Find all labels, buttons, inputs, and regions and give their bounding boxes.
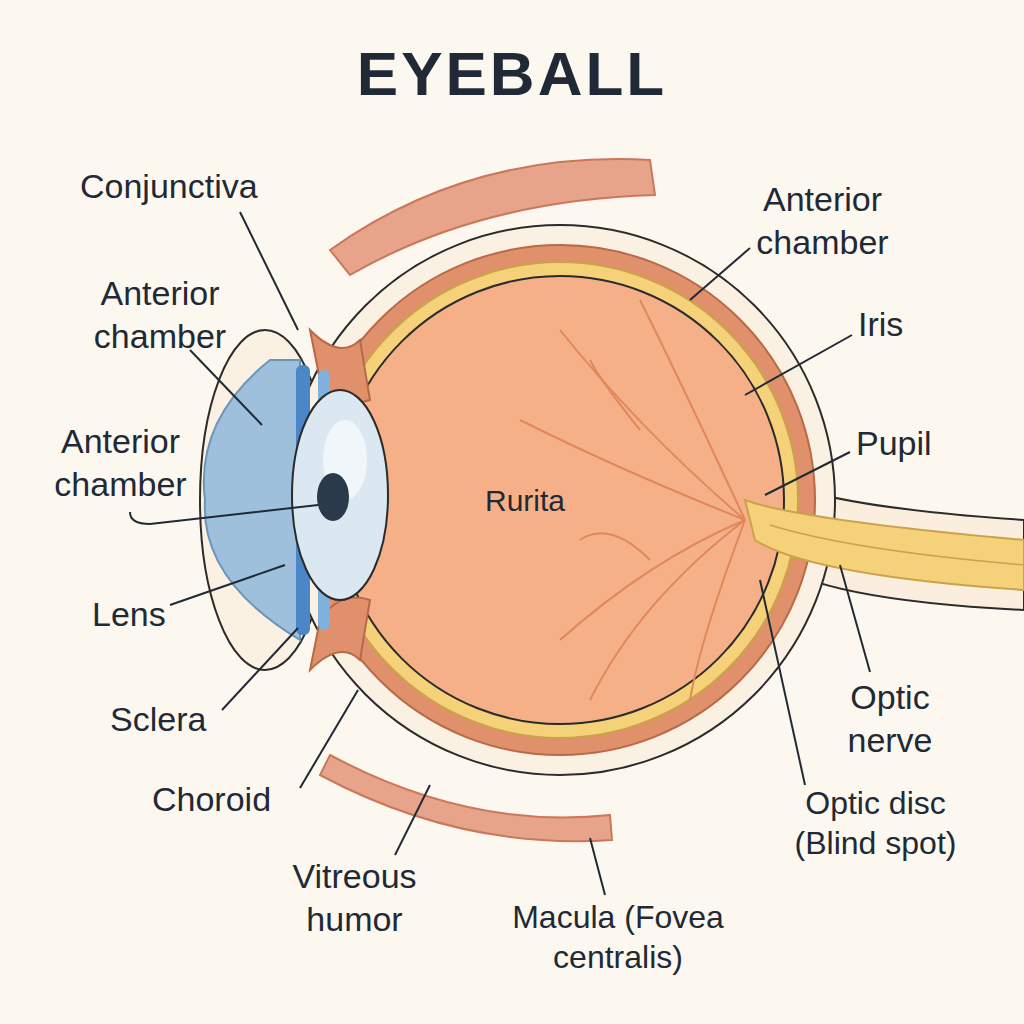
- lens: [292, 390, 388, 600]
- retina: [322, 262, 798, 738]
- part-label: Vitreous humor: [262, 855, 447, 940]
- cornea: [204, 360, 300, 640]
- part-label: Pupil: [856, 422, 986, 465]
- part-label: Sclera: [110, 698, 250, 741]
- part-label: Lens: [92, 593, 212, 636]
- pupil: [317, 473, 349, 521]
- part-label: Choroid: [152, 778, 322, 821]
- part-label: Iris: [858, 303, 958, 346]
- part-label: Macula (Fovea centralis): [468, 897, 768, 977]
- vitreous: [336, 276, 784, 724]
- optic-nerve: [745, 500, 1024, 590]
- part-label: Conjunctiva: [80, 165, 320, 208]
- part-label: Anterior chamber: [28, 420, 213, 505]
- sclera: [285, 225, 835, 775]
- part-label: Optic disc (Blind spot): [768, 783, 983, 863]
- region-label: Rurita: [440, 482, 610, 520]
- leader-lines: [130, 212, 870, 895]
- part-label: Optic nerve: [815, 676, 965, 761]
- title: EYEBALL: [0, 38, 1024, 109]
- part-label: Anterior chamber: [60, 272, 260, 357]
- part-label: Anterior chamber: [700, 178, 945, 263]
